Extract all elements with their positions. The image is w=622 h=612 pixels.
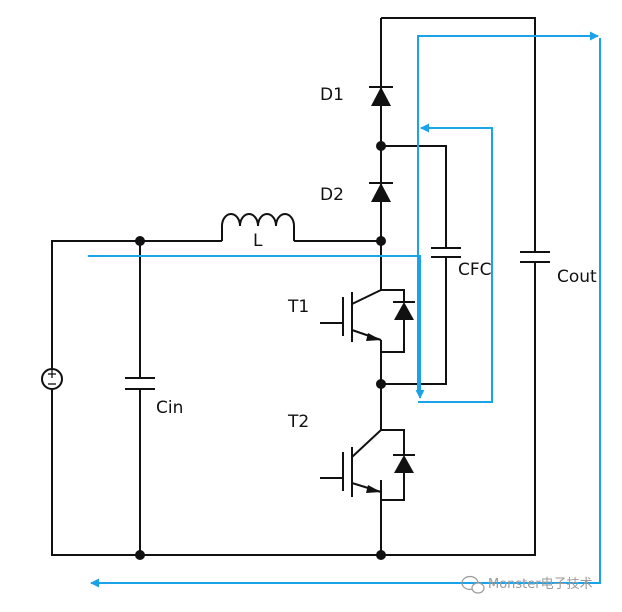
label-d1: D1 [320,85,344,105]
capacitor-cout [520,251,550,263]
label-cfc: CFC [458,260,492,280]
current-path-cfc-loop [418,123,493,403]
current-path-input [88,255,425,399]
inductor [221,213,295,241]
label-inductor: L [253,231,263,251]
label-t1: T1 [287,297,309,317]
watermark-text: Monster电子技术 [488,577,593,592]
wires [51,17,536,556]
label-t2: T2 [287,412,309,432]
igbt-t1 [320,289,415,353]
wechat-icon [461,575,485,594]
current-path-outer [90,31,601,588]
capacitor-cin [125,377,155,390]
diode-d1 [369,86,393,106]
igbt-t2 [320,429,415,501]
label-cin: Cin [156,398,183,418]
diode-d2 [369,182,393,202]
capacitor-cfc [431,247,461,258]
label-d2: D2 [320,185,344,205]
junction-dots [135,141,386,560]
voltage-source [41,368,63,390]
label-cout: Cout [557,267,597,287]
